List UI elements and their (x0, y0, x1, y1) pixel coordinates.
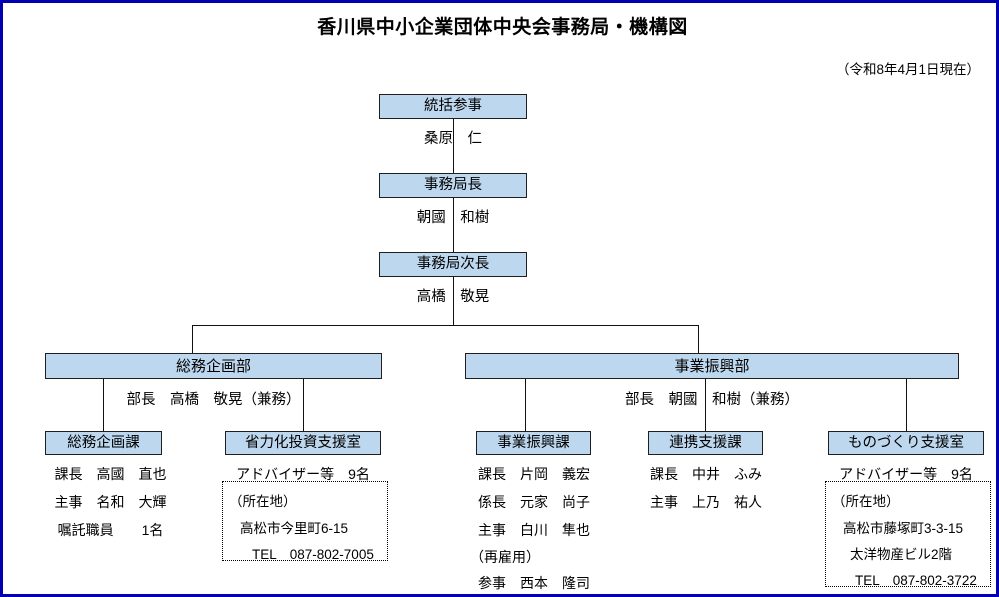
connector-division2-stem-3 (906, 379, 907, 431)
staff-row: 係長 元家 尚子 (478, 494, 590, 510)
node-box-division-jigyo-shinkobu[interactable]: 事業振興部 (465, 353, 959, 379)
node-box-jimukyokucho[interactable]: 事務局長 (379, 173, 527, 198)
staff-row: 主事 白川 隼也 (478, 522, 590, 538)
address-line: 太洋物産ビル2階 (850, 547, 953, 562)
address-line: （所在地） (229, 494, 297, 509)
connector-division2-stem-1 (525, 379, 526, 431)
connector-division1-right-stem (303, 379, 304, 431)
staff-row: 課長 高國 直也 (54, 466, 167, 482)
node-manager-jigyo-shinkobu: 部長 朝國 和樹（兼務） (625, 392, 799, 408)
node-box-section-soumu-kikakuka[interactable]: 総務企画課 (45, 431, 162, 455)
node-box-toukatsu-sanji[interactable]: 統括参事 (379, 94, 527, 119)
address-box-monozukuri (825, 481, 991, 587)
address-line: TEL 087-802-3722 (855, 573, 977, 588)
staff-row: 参事 西本 隆司 (478, 575, 590, 591)
connector-line-1 (453, 119, 454, 173)
as-of-date: （令和8年4月1日現在） (835, 62, 980, 77)
address-line: 高松市今里町6-15 (240, 521, 349, 536)
staff-row: （再雇用） (470, 549, 540, 565)
connector-bus-divisions (192, 325, 699, 326)
staff-row: 主事 上乃 祐人 (650, 494, 762, 510)
node-box-section-shoryokuka-toushi-shienshitsu[interactable]: 省力化投資支援室 (225, 431, 381, 455)
staff-row: アドバイザー等 9名 (236, 466, 370, 482)
staff-row: 課長 中井 ふみ (650, 466, 762, 482)
connector-division2-stem-2 (705, 379, 706, 431)
staff-row: アドバイザー等 9名 (839, 466, 973, 482)
address-line: 高松市藤塚町3-3-15 (843, 521, 964, 536)
address-line: （所在地） (832, 494, 900, 509)
connector-line-division-left (192, 325, 193, 353)
node-box-division-soumu-kikakubu[interactable]: 総務企画部 (45, 353, 382, 379)
connector-division1-left-stem (103, 379, 104, 431)
staff-row: 嘱託職員 1名 (57, 522, 164, 538)
address-box-shoryokuka (222, 481, 388, 561)
page-title: 香川県中小企業団体中央会事務局・機構図 (317, 17, 688, 38)
connector-line-2 (453, 198, 454, 252)
node-box-section-monozukuri-shienshitsu[interactable]: ものづくり支援室 (828, 431, 984, 455)
node-manager-soumu-kikakubu: 部長 高橋 敬晃（兼務） (126, 392, 301, 408)
connector-line-division-right (698, 325, 699, 353)
staff-row: 主事 名和 大輝 (54, 494, 167, 510)
staff-row: 課長 片岡 義宏 (478, 466, 590, 482)
node-box-section-renkei-shienka[interactable]: 連携支援課 (648, 431, 763, 455)
node-box-section-jigyo-shinkoka[interactable]: 事業振興課 (476, 431, 591, 455)
node-box-jimukyoku-jicho[interactable]: 事務局次長 (379, 252, 527, 277)
address-line: TEL 087-802-7005 (252, 547, 374, 562)
connector-line-3 (453, 277, 454, 326)
